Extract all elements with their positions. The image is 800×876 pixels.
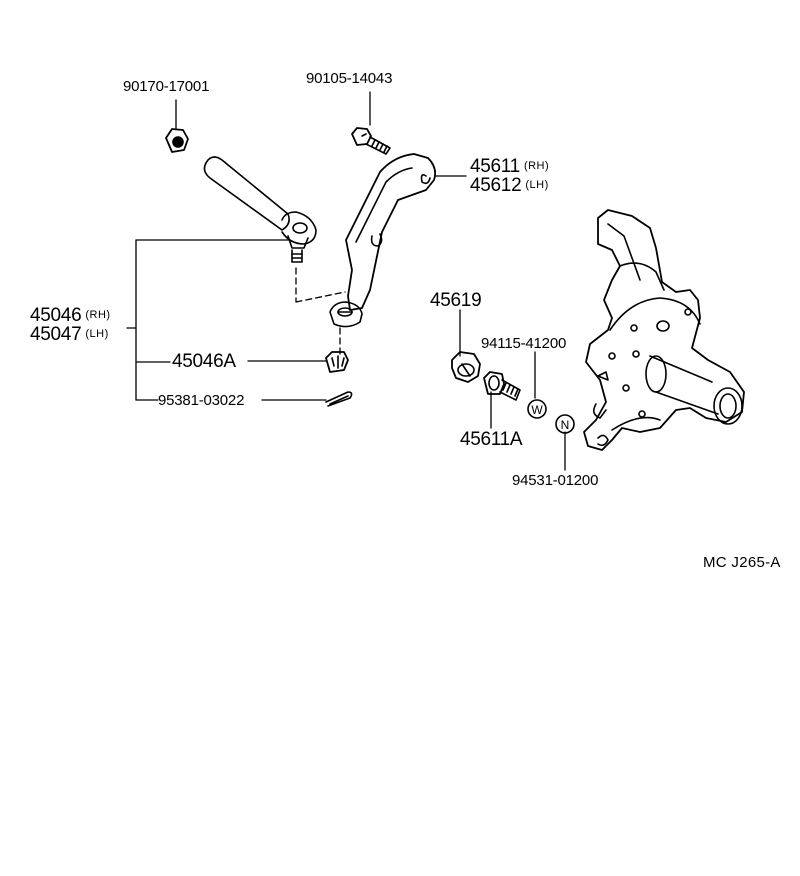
label-arm-lh: 45612(LH) [470,176,549,195]
label-cotter-pin: 95381-03022 [158,392,245,409]
nut-45619 [452,352,480,382]
label-castle-nut: 45046A [172,351,236,372]
tie-rod-end [204,157,316,262]
leader-lines [126,91,566,471]
tie-rod-lh-number: 45047 [30,324,82,345]
bolt-45611a [484,372,520,400]
cotter-pin [326,392,352,406]
arm-rh-number: 45611 [470,156,520,177]
label-tie-rod-rh: 45046(RH) [30,306,111,325]
washer-w-mark: W [531,403,543,417]
washer-n [556,415,574,433]
label-washer-n: 94531-01200 [512,472,599,489]
arm-rh-side: (RH) [523,160,550,172]
tie-rod-rh-number: 45046 [30,305,82,326]
arm-lh-number: 45612 [470,175,522,196]
label-tie-rod-lh: 45047(LH) [30,325,109,344]
washer-w [528,400,546,418]
arm-lh-side: (LH) [525,179,549,191]
knuckle-arm [330,154,435,327]
steering-knuckle [584,210,744,450]
label-bolt-45611a: 45611A [460,429,523,450]
label-arm-rh: 45611(RH) [470,157,549,176]
nut-top [166,129,188,152]
label-bolt-top: 90105-14043 [306,70,393,87]
label-washer-w: 94115-41200 [481,335,567,352]
label-nut-45619: 45619 [430,290,482,311]
bolt-top [352,128,390,154]
tie-rod-rh-side: (RH) [85,309,111,321]
tie-rod-lh-side: (LH) [85,328,109,340]
label-nut-top: 90170-17001 [123,78,210,95]
reference-code: MC J265-A [703,554,781,571]
washer-n-mark: N [561,418,570,432]
castle-nut [326,352,348,372]
